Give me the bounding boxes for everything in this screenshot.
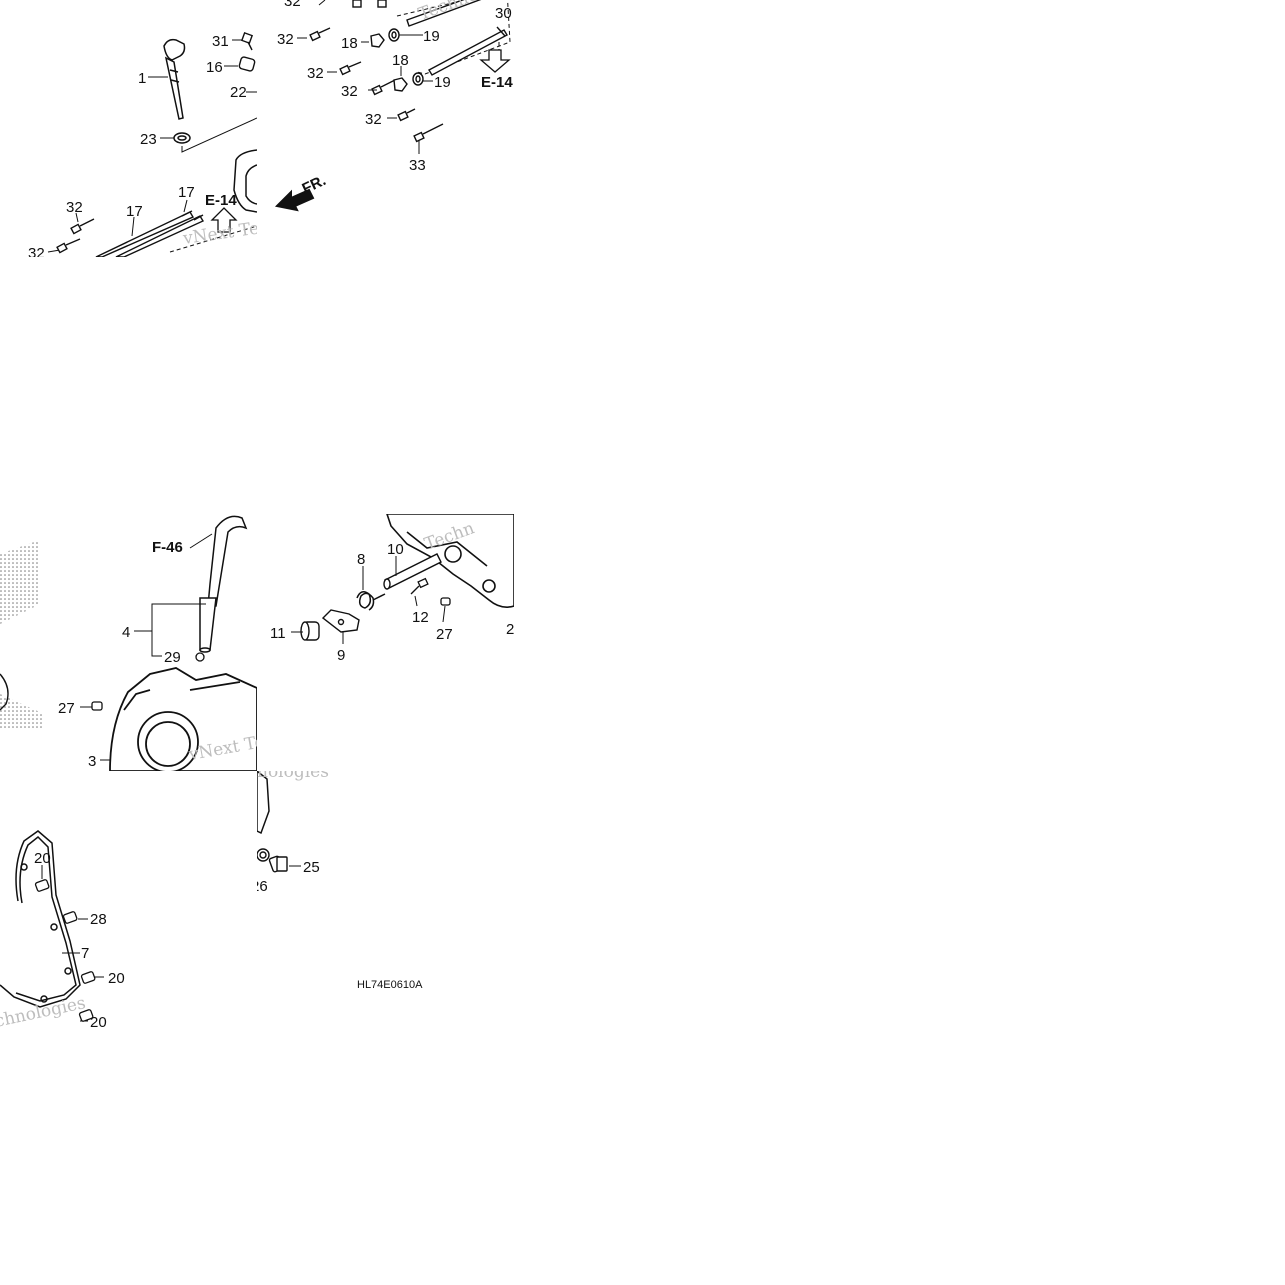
part-dowels	[34, 879, 96, 1022]
ref-e14-right: E-14	[481, 74, 513, 91]
callout-1: 1	[138, 70, 146, 87]
watermark-text: chnologies	[0, 993, 87, 1028]
part-shift-arm	[321, 609, 360, 633]
callout-29: 29	[164, 649, 181, 666]
callout-19-a: 19	[423, 28, 440, 45]
callout-18-a: 18	[341, 35, 358, 52]
callout-11: 11	[270, 625, 286, 642]
callout-33: 33	[409, 157, 426, 174]
part-dipstick	[163, 38, 186, 120]
callout-32-top: 32	[284, 0, 301, 10]
callout-32-a: 32	[277, 31, 294, 48]
callout-4: 4	[122, 624, 130, 641]
tile-bolts-and-washers: 32 32 18 19 30 32 18 19 32 32 33 E-14 FR…	[257, 0, 514, 257]
part-drain-bolt	[268, 855, 288, 873]
part-gasket-edge	[0, 673, 9, 711]
callout-12: 12	[412, 609, 429, 626]
callout-23: 23	[140, 131, 157, 148]
front-direction-label: FR.	[300, 172, 329, 198]
part-long-studs	[95, 210, 205, 257]
callout-7: 7	[81, 945, 89, 962]
part-hose-clip	[195, 652, 205, 662]
part-small-bolt	[240, 31, 254, 51]
callout-9: 9	[337, 647, 345, 664]
callout-3: 3	[88, 753, 96, 770]
part-case-cover	[109, 667, 257, 771]
tile-gasket-drawing: 20 28 7 20 20 chnologies	[0, 830, 125, 1028]
callout-18-b: 18	[392, 52, 409, 69]
tile-oil-dipstick-drawing: 1 31 16 22 23 32 17 17 32 E-14 vNext Te	[28, 31, 257, 257]
part-bolts	[309, 0, 444, 143]
part-dowel-27	[91, 701, 103, 711]
part-collar	[300, 621, 320, 641]
ref-f46: F-46	[152, 539, 183, 556]
part-nuts-washers	[370, 28, 424, 92]
callout-31: 31	[212, 33, 229, 50]
ref-e14: E-14	[205, 192, 237, 209]
part-shaft	[383, 553, 442, 590]
callout-17-left: 17	[126, 203, 143, 220]
callout-19-b: 19	[434, 74, 451, 91]
callout-32-b: 32	[307, 65, 324, 82]
callout-28: 28	[90, 911, 107, 928]
callout-32-d: 32	[365, 111, 382, 128]
diagram-code: HL74E0610A	[357, 979, 423, 991]
leader-lines	[291, 556, 446, 644]
part-crankcase	[386, 514, 514, 608]
ref-arrow-up-icon	[210, 207, 238, 233]
callout-32-c: 32	[341, 83, 358, 100]
callout-20-mid: 20	[108, 970, 125, 987]
watermark-text: Techno	[416, 0, 481, 25]
part-spring	[356, 591, 386, 611]
callout-10: 10	[387, 541, 404, 558]
part-flange-bolt	[56, 218, 95, 254]
part-breather-hose	[199, 515, 248, 653]
tile-shift-spring-assembly: 8 10 11 9 12 27 2 Techn	[257, 514, 514, 771]
callout-2: 2	[506, 621, 514, 638]
leader-lines	[297, 0, 433, 154]
callout-27: 27	[436, 626, 453, 643]
callout-32-lower: 32	[28, 245, 45, 257]
shaded-background	[0, 540, 44, 730]
ref-arrow-down-icon	[479, 49, 511, 73]
callout-22: 22	[230, 84, 247, 101]
callout-8: 8	[357, 551, 365, 568]
watermark-text: nologies	[257, 771, 329, 782]
tile-oil-dipstick-and-studs: 1 31 16 22 23 32 17 17 32 E-14 vNext Te	[0, 0, 257, 257]
callout-20-bottom: 20	[90, 1014, 107, 1028]
dashed-guide	[169, 225, 257, 253]
leader-lines	[41, 865, 104, 1022]
tile-shift-drawing: 8 10 11 9 12 27 2 Techn	[270, 514, 514, 664]
part-drain-washer	[257, 848, 270, 862]
part-o-ring	[173, 132, 191, 144]
callout-16: 16	[206, 59, 223, 76]
callout-17-right: 17	[178, 184, 195, 201]
callout-26: 26	[257, 878, 268, 895]
callout-27: 27	[58, 700, 75, 717]
tile-breather-hose-cover: F-46 4 29 27 3 vNext Te	[0, 514, 257, 771]
part-bolt-12	[410, 577, 429, 595]
part-crankcase-edge	[233, 149, 257, 213]
part-plug	[238, 56, 256, 72]
front-direction-arrow-icon	[274, 188, 315, 212]
callout-30: 30	[495, 5, 512, 22]
tile-drain-bolt: 25 26 HL74E0610A nologies	[257, 771, 514, 1028]
tile-breather-drawing: F-46 4 29 27 3 vNext Te	[0, 515, 257, 771]
tile-drain-drawing: 25 26 HL74E0610A nologies	[257, 771, 423, 991]
callout-25: 25	[303, 859, 320, 876]
part-gasket	[0, 830, 81, 1008]
part-dowel-27	[440, 597, 451, 606]
callout-32-upper: 32	[66, 199, 83, 216]
callout-20-top: 20	[34, 850, 51, 867]
tile-cover-gasket: 20 28 7 20 20 chnologies	[0, 771, 257, 1028]
part-case-edge	[257, 771, 270, 835]
tile-bolts-drawing: 32 32 18 19 30 32 18 19 32 32 33 E-14 FR…	[274, 0, 513, 212]
part-studs	[406, 0, 508, 76]
